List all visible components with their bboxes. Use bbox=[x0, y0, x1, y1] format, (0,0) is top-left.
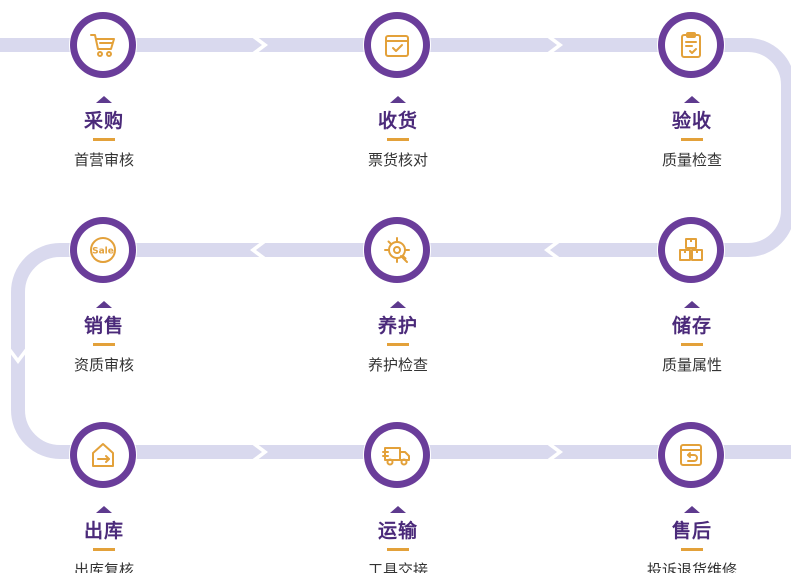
step-ring bbox=[70, 12, 136, 78]
step-ring bbox=[658, 12, 724, 78]
step-title: 储存 bbox=[671, 315, 712, 337]
pointer-arrow bbox=[96, 96, 112, 103]
pointer-arrow bbox=[684, 506, 700, 513]
step-subtitle: 工具交接 bbox=[367, 561, 428, 573]
title-underline bbox=[93, 343, 115, 346]
clipboard-check-icon bbox=[681, 32, 701, 58]
pointer-arrow bbox=[390, 301, 406, 308]
title-underline bbox=[387, 548, 409, 551]
pointer-arrow bbox=[96, 506, 112, 513]
step-ring bbox=[364, 217, 430, 283]
step-ring: Sale bbox=[70, 217, 136, 283]
stacked-boxes-icon bbox=[679, 238, 703, 261]
step-subtitle: 出库复核 bbox=[73, 561, 134, 573]
title-underline bbox=[93, 138, 115, 141]
step-ring bbox=[364, 422, 430, 488]
title-underline bbox=[681, 138, 703, 141]
step-subtitle: 首营审核 bbox=[73, 151, 134, 169]
step-title: 收货 bbox=[377, 110, 418, 132]
step-ring bbox=[364, 12, 430, 78]
step-subtitle: 质量检查 bbox=[661, 151, 722, 169]
pointer-arrow bbox=[96, 301, 112, 308]
sale-badge-icon: Sale bbox=[90, 237, 116, 263]
pointer-arrow bbox=[390, 96, 406, 103]
pointer-arrow bbox=[684, 96, 700, 103]
flow-chevrons bbox=[9, 36, 563, 461]
warehouse-exit-icon bbox=[92, 443, 114, 467]
step-subtitle: 资质审核 bbox=[73, 356, 134, 374]
pointer-arrow bbox=[390, 506, 406, 513]
title-underline bbox=[387, 138, 409, 141]
step-ring bbox=[70, 422, 136, 488]
wrench-gear-icon bbox=[384, 237, 410, 263]
checked-box-icon bbox=[385, 35, 409, 57]
pointer-arrow bbox=[684, 301, 700, 308]
step-title: 验收 bbox=[671, 110, 712, 132]
step-subtitle: 质量属性 bbox=[661, 356, 722, 374]
return-box-icon bbox=[680, 444, 702, 466]
step-subtitle: 养护检查 bbox=[367, 356, 428, 374]
step-title: 采购 bbox=[83, 110, 124, 132]
step-subtitle: 投诉退货维修 bbox=[646, 561, 737, 573]
sale-badge-text: Sale bbox=[92, 247, 114, 257]
title-underline bbox=[681, 343, 703, 346]
step-ring bbox=[658, 217, 724, 283]
step-subtitle: 票货核对 bbox=[367, 151, 428, 169]
step-title: 售后 bbox=[671, 520, 712, 542]
step-title: 养护 bbox=[377, 315, 418, 337]
step-title: 销售 bbox=[83, 315, 124, 337]
title-underline bbox=[93, 548, 115, 551]
step-title: 出库 bbox=[83, 520, 124, 542]
title-underline bbox=[681, 548, 703, 551]
shopping-cart-icon bbox=[90, 34, 115, 57]
step-ring bbox=[658, 422, 724, 488]
step-title: 运输 bbox=[377, 520, 418, 542]
title-underline bbox=[387, 343, 409, 346]
delivery-truck-icon bbox=[382, 447, 410, 466]
